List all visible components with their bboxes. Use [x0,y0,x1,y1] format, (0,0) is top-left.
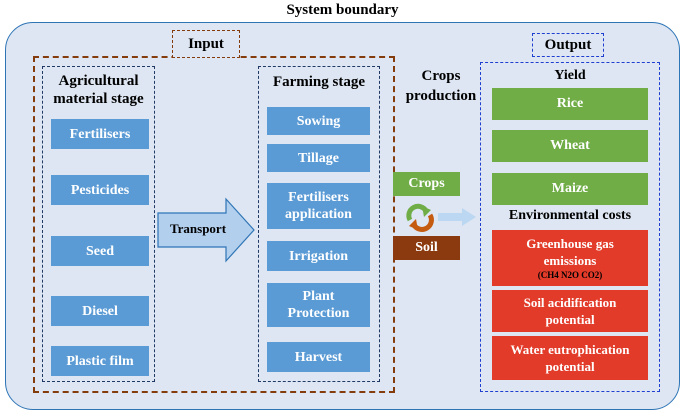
agricultural-stage-title-line2: material stage [53,91,144,107]
crops-production-label: Crops production [400,66,482,106]
farming-stage-title: Farming stage [272,74,366,90]
agri-item-diesel: Diesel [51,296,149,326]
cost-item-soil-acidification: Soil acidification potential [492,290,648,332]
yield-item-maize: Maize [492,173,648,205]
yield-item-rice: Rice [492,88,648,120]
farming-item-sowing: Sowing [267,107,370,135]
crop-soil-cycle-icon [406,203,476,232]
cost-item-label-line1: Greenhouse gas [526,236,614,251]
farming-item-irrigation: Irrigation [267,241,370,271]
cost-item-label-line1: Water eutrophication [510,342,630,357]
transport-arrow [157,197,255,263]
farming-item-label-line1: Fertilisers [288,190,349,205]
farming-item-fertilisers-application: Fertilisers application [267,183,370,229]
cost-item-greenhouse-gas: Greenhouse gas emissions (CH4 N2O CO2) [492,230,648,286]
input-label: Input [172,30,240,58]
crops-production-line2: production [405,88,477,104]
agri-item-fertilisers: Fertilisers [51,119,149,149]
agricultural-stage-title: Agricultural material stage [42,72,155,108]
yield-title: Yield [554,68,586,83]
soil-box: Soil [393,236,460,260]
farming-stage-box [258,66,380,382]
crops-production-line1: Crops [421,68,461,84]
farming-item-tillage: Tillage [267,144,370,172]
agricultural-stage-title-line1: Agricultural [58,73,139,89]
yield-item-wheat: Wheat [492,130,648,162]
cost-item-water-eutrophication: Water eutrophication potential [492,336,648,380]
farming-item-label: Harvest [294,349,343,365]
farming-item-harvest: Harvest [267,342,370,372]
cost-item-label-line1: Soil acidification [523,295,617,310]
cost-item-label-line2: potential [545,312,595,327]
farming-item-label: Irrigation [288,248,349,264]
cost-item-label-line2: emissions [543,253,597,268]
environmental-costs-title: Environmental costs [508,208,632,223]
agricultural-stage-box [42,66,155,382]
output-region [480,62,660,392]
system-boundary-title: System boundary [286,2,399,18]
farming-item-label: Tillage [298,150,339,166]
agri-item-pesticides: Pesticides [51,175,149,205]
farming-item-plant-protection: Plant Protection [267,283,370,327]
agri-item-seed: Seed [51,236,149,266]
transport-label: Transport [169,221,227,236]
farming-item-label-line1: Plant [302,289,335,304]
farming-item-label-line2: application [285,207,352,222]
cost-item-gases: (CH4 N2O CO2) [537,270,603,280]
farming-item-label: Sowing [296,113,341,129]
agri-item-plastic-film: Plastic film [51,346,149,376]
output-label: Output [532,33,604,57]
cost-item-label-line2: potential [545,359,595,374]
crops-box: Crops [393,172,460,196]
farming-item-label-line2: Protection [287,306,350,321]
